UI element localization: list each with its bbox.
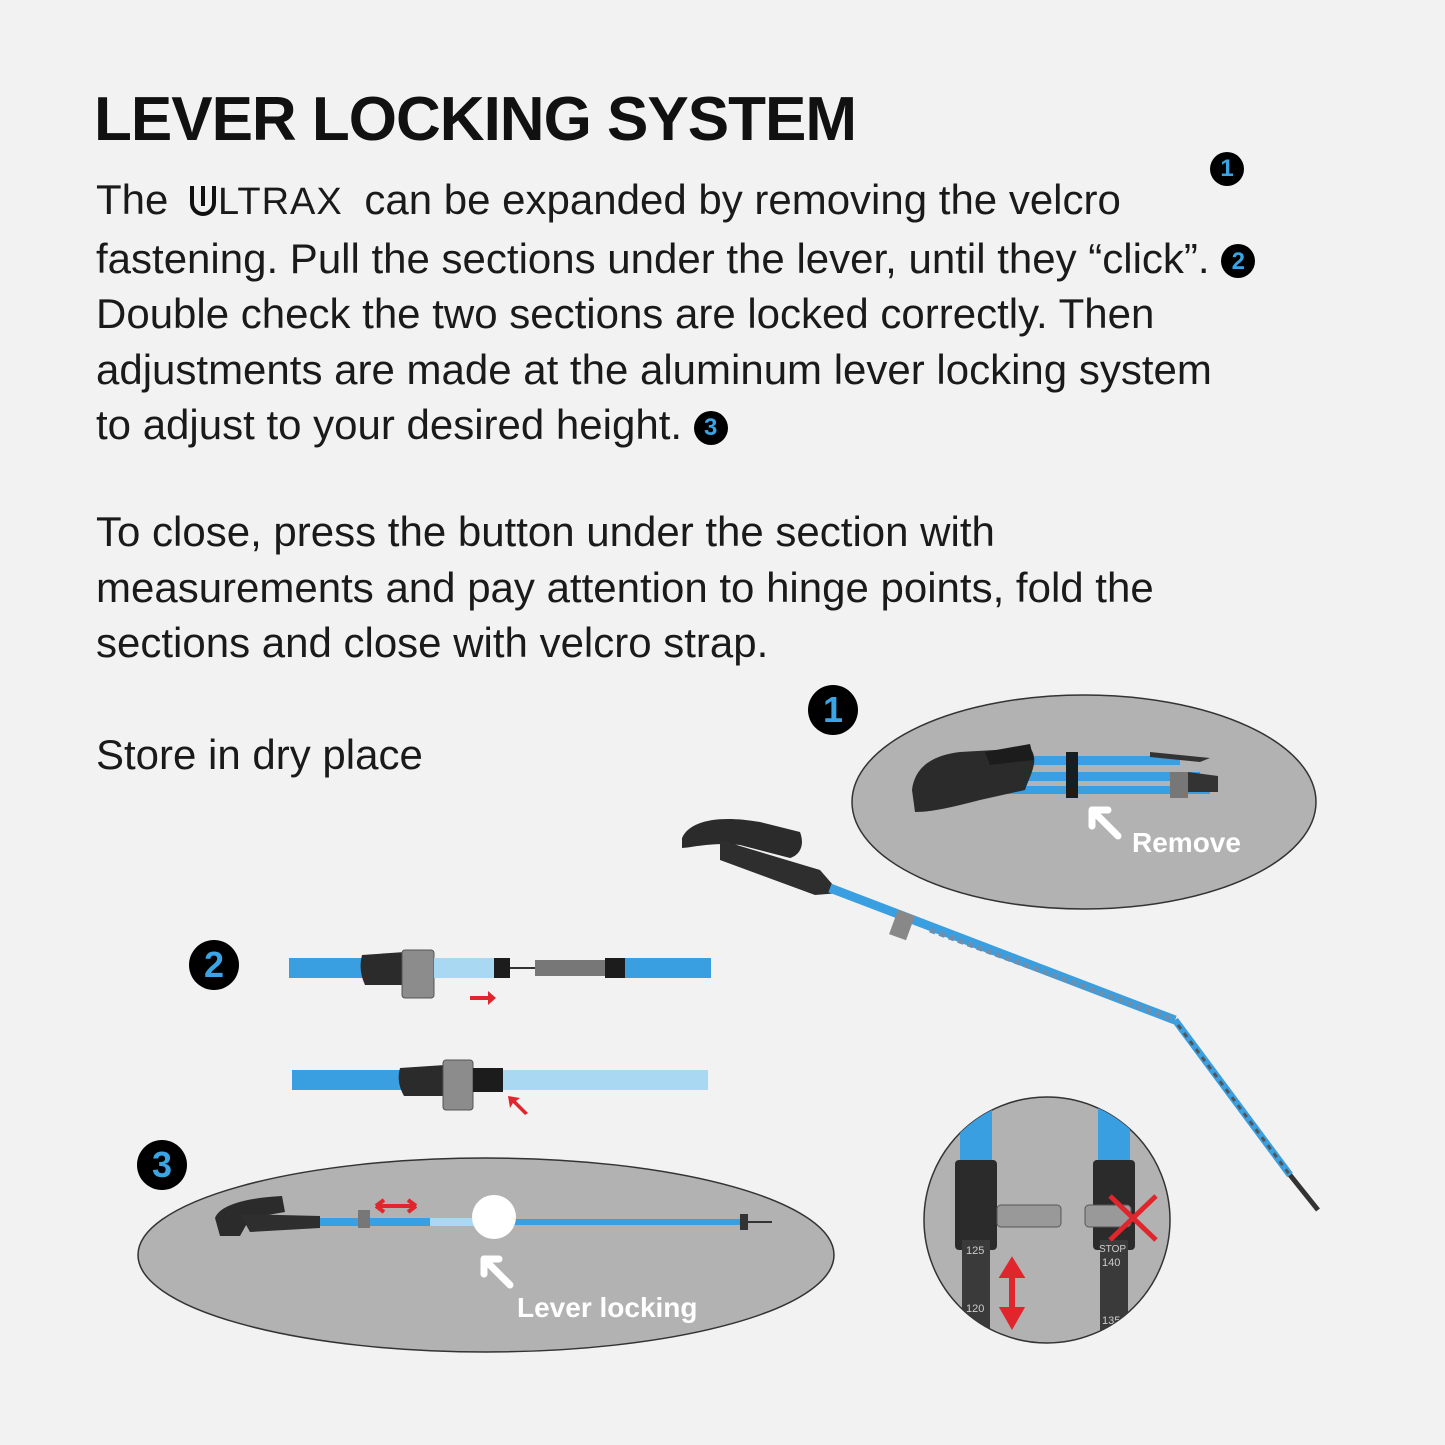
step3-grip [240,1214,320,1232]
paragraph-line-2-text: fastening. Pull the sections under the l… [96,234,1210,282]
shaft-pattern [929,927,1176,1023]
step3-lower-shaft [490,1219,740,1225]
velcro-strap [1066,752,1078,798]
step2b-light-section [503,1070,708,1090]
detail-red-x [1108,1194,1158,1242]
paragraph-line-5-text: to adjust to your desired height. [96,401,683,448]
folded-lever [1170,772,1188,798]
folded-grip-top [985,744,1034,765]
lever-locking-highlight [472,1195,516,1239]
step3-tip-basket [740,1214,748,1230]
step3-light-section [430,1218,490,1226]
paragraph-line-1-rest: can be expanded by removing the velcro [364,176,1121,223]
folded-pole-section-3 [960,786,1210,794]
closing-line-3: sections and close with velcro strap. [96,619,769,666]
step2a-lever-body [360,952,408,985]
closing-line-1: To close, press the button under the sec… [96,508,995,555]
brand-text: LTRAX [218,181,343,223]
step-3-oval [137,1157,835,1353]
scale-mark-stop: STOP [1099,1244,1126,1255]
brand-u-mark [190,186,217,216]
step3-upper-shaft [320,1218,430,1226]
page-title: LEVER LOCKING SYSTEM [94,85,857,154]
folded-grip [912,748,1035,812]
paragraph-line-1: The LTRAX can be expanded by removing th… [96,172,1396,231]
step2a-lever-clamp [401,949,435,999]
step-1-oval [851,694,1317,910]
step2a-joint-cap [605,958,625,978]
lever-locking-label: Lever locking [517,1292,698,1323]
step-1-badge: 1 [808,685,858,735]
step-2-figure [289,949,711,1115]
step2b-red-arrow [508,1096,528,1115]
step2a-left-shaft [289,958,379,978]
folded-end [1188,772,1218,792]
pole-tip [1288,1173,1320,1212]
detail-right-blue [1098,1097,1130,1170]
step2b-lever-clamp [442,1059,474,1111]
step3-red-double-arrow [374,1198,418,1214]
step3-lever [358,1210,370,1228]
step-3-figure [137,1157,835,1353]
remove-label: Remove [1132,827,1241,858]
paragraph-line-4: adjustments are made at the aluminum lev… [96,345,1212,393]
step-2-badge: 2 [189,940,239,990]
step2b-lever-body [398,1065,448,1096]
closing-line-2: measurements and pay attention to hinge … [96,563,1154,611]
upper-shaft [828,883,1177,1025]
text-the: The [96,176,169,223]
step-3-inline-badge: 3 [693,410,728,445]
step-1-inline-badge: 1 [1210,152,1244,186]
detail-left-blue [960,1097,992,1170]
extended-grip [720,840,840,895]
storage-note: Store in dry place [96,731,423,778]
extended-grip-top [682,818,802,858]
folded-pole-section-1 [940,756,1180,765]
scale-mark-left-bottom: 120 [966,1303,984,1315]
lower-shaft-pattern [1176,1024,1292,1176]
instructions-paragraph: The LTRAX can be expanded by removing th… [96,172,1396,453]
detail-red-up-down-arrow [998,1256,1026,1331]
scale-mark-right-top: 140 [1102,1257,1120,1269]
step2a-light-section [434,958,494,978]
step-1-figure [851,694,1317,910]
step-2-inline-badge: 2 [1221,244,1256,279]
detail-left-lever [996,1204,1062,1228]
step2a-metal-joint [535,960,607,976]
step-3-badge: 3 [137,1140,187,1190]
step2b-left-shaft [292,1070,412,1090]
lever-locking-arrow [480,1255,514,1289]
step2a-connector [494,958,510,978]
brand-logo: LTRAX [190,175,343,231]
paragraph-line-3: Double check the two sections are locked… [96,290,1155,337]
closing-paragraph: To close, press the button under the sec… [96,504,1396,671]
extended-pole [682,818,1320,1212]
folded-tip [1150,752,1210,762]
remove-arrow [1088,806,1122,840]
paragraph-line-5: to adjust to your desired height. 3 [96,397,1396,453]
scale-mark-left-top: 125 [966,1245,984,1257]
detail-circle-figure: 125 120 STOP 140 135 [923,1096,1171,1344]
step2b-connector [473,1068,503,1092]
detail-left-collar [955,1160,997,1250]
paragraph-line-2: fastening. Pull the sections under the l… [96,231,1396,287]
extended-lever [889,909,915,941]
step2a-red-arrow [470,991,496,1005]
step2a-right-shaft [625,958,711,978]
